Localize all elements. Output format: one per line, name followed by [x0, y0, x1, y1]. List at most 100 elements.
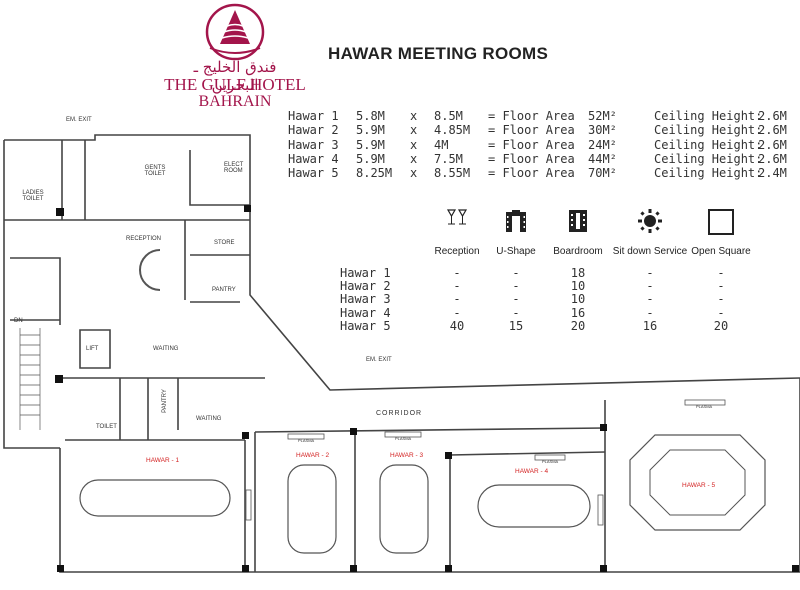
spec-length: 4.85M [434, 123, 471, 138]
spec-ceiling-label: Ceiling Height: [654, 151, 763, 166]
u-shape-icon [502, 208, 530, 239]
setup-label: Open Square [691, 246, 751, 257]
setup-label: U-Shape [496, 246, 536, 257]
capacity-room-name: Hawar 2 [340, 279, 391, 294]
spec-area-label: = Floor Area [488, 151, 575, 166]
spec-width: 5.9M [356, 151, 385, 166]
capacity-value: 18 [570, 266, 586, 280]
capacity-value: - [453, 305, 461, 320]
spec-x: x [410, 109, 418, 123]
toilet-label: TOILET [96, 424, 117, 430]
capacity-value: - [512, 292, 520, 307]
capacity-value: 10 [570, 279, 586, 294]
spec-ceiling-label: Ceiling Height: [654, 123, 763, 138]
spec-room: Hawar 3 [288, 137, 339, 152]
plasma-label-hawar-2: PLASMA [298, 438, 315, 443]
boardroom-icon [564, 208, 592, 239]
capacity-value: 16 [642, 318, 658, 333]
hawar-1-label: HAWAR - 1 [146, 457, 180, 464]
capacity-value: 10 [570, 292, 586, 307]
spec-length: 8.55M [434, 166, 471, 181]
spec-width: 5.8M [356, 109, 385, 123]
spec-area-label: = Floor Area [488, 109, 575, 123]
spec-ceiling: 2.6M [758, 151, 787, 166]
capacity-value: - [717, 279, 725, 294]
logo-line-2: BAHRAIN [198, 93, 272, 110]
plasma-label-hawar-4: PLASMA [542, 459, 559, 464]
lift-label: LIFT [86, 346, 99, 352]
spec-area: 44M² [588, 151, 617, 166]
capacity-value: - [717, 292, 725, 307]
sit-down-service-icon [636, 208, 664, 239]
capacity-table: Hawar 1--18--Hawar 2--10--Hawar 3--10--H… [340, 266, 800, 333]
floor-plan [3, 134, 800, 573]
spec-ceiling-label: Ceiling Height: [654, 137, 763, 152]
spec-ceiling-label: Ceiling Height: [654, 166, 763, 181]
page-title: HAWAR MEETING ROOMS [328, 44, 549, 63]
spec-ceiling: 2.6M [758, 137, 787, 152]
spec-room: Hawar 4 [288, 151, 339, 166]
hawar-2-label: HAWAR - 2 [296, 452, 330, 459]
hawar-3-label: HAWAR - 3 [390, 452, 424, 459]
spec-x: x [410, 123, 418, 138]
hotel-logo: فندق الخليج ـ البحرين THE GULF HOTEL BAH… [160, 2, 310, 110]
capacity-value: - [453, 279, 461, 294]
capacity-value: - [717, 305, 725, 320]
spec-area: 30M² [588, 123, 617, 138]
capacity-room-name: Hawar 3 [340, 292, 391, 307]
capacity-value: - [646, 266, 654, 280]
hawar-5-label: HAWAR - 5 [682, 482, 716, 489]
elect-room-label: ELECT ROOM [224, 162, 244, 174]
spec-area: 52M² [588, 109, 617, 123]
pantry-top-label: PANTRY [212, 287, 236, 293]
spec-area-label: = Floor Area [488, 166, 575, 181]
spec-ceiling: 2.6M [758, 109, 787, 123]
capacity-value: 40 [449, 318, 465, 333]
spec-room: Hawar 5 [288, 166, 339, 181]
setup-label: Boardroom [553, 246, 603, 257]
capacity-value: 20 [570, 318, 586, 333]
em-exit-corridor-label: EM. EXIT [366, 357, 392, 363]
em-exit-top-label: EM. EXIT [66, 117, 92, 123]
hawar-4-label: HAWAR - 4 [515, 468, 549, 475]
ladies-toilet-label: LADIES TOILET [22, 190, 44, 202]
spec-width: 5.9M [356, 123, 385, 138]
corridor-label: CORRIDOR [376, 410, 423, 417]
waiting-label-1: WAITING [153, 346, 179, 352]
store-label: STORE [214, 240, 235, 246]
spec-x: x [410, 151, 418, 166]
reception-label: RECEPTION [126, 236, 162, 242]
capacity-value: - [717, 266, 725, 280]
spec-ceiling-label: Ceiling Height: [654, 109, 763, 123]
spec-area: 70M² [588, 166, 617, 181]
waiting-label-2: WAITING [196, 416, 222, 422]
spec-width: 8.25M [356, 166, 393, 181]
spec-room: Hawar 2 [288, 123, 339, 138]
spec-room: Hawar 1 [288, 109, 339, 123]
spec-length: 4M [434, 137, 449, 152]
capacity-row: Hawar 1--18-- [340, 266, 800, 280]
capacity-row: Hawar 3--10-- [340, 292, 800, 306]
reception-icon [443, 208, 471, 235]
spec-ceiling: 2.4M [758, 166, 787, 181]
capacity-value: - [512, 305, 520, 320]
spec-ceiling: 2.6M [758, 123, 787, 138]
pantry-mid-label: PANTRY [161, 389, 168, 413]
setup-label: Reception [434, 246, 480, 257]
capacity-value: 20 [713, 318, 729, 333]
capacity-value: - [512, 279, 520, 294]
logo-arabic-text: فندق الخليج ـ البحرين [193, 58, 277, 94]
capacity-row: Hawar 2 - - 10 - - [340, 279, 800, 293]
plasma-label-hawar-3: PLASMA [395, 436, 412, 441]
open-square-icon [707, 208, 735, 241]
capacity-row: Hawar 4--16-- [340, 306, 800, 320]
capacity-value: - [453, 292, 461, 307]
capacity-value: - [646, 279, 654, 294]
sail-logo-icon [205, 3, 265, 61]
spec-length: 7.5M [434, 151, 463, 166]
